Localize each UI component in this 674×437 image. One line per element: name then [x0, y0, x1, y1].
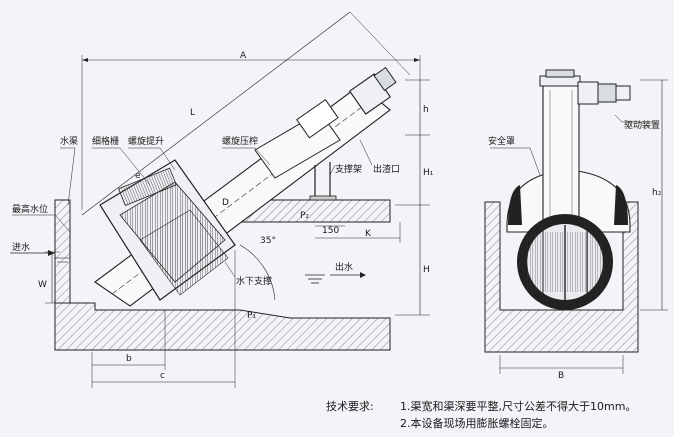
dimension-bottom: [91, 250, 236, 388]
fine-screen-grid: [118, 167, 177, 206]
dim-K: K: [365, 229, 372, 239]
dim-b: b: [126, 354, 132, 364]
dimension-A: [81, 55, 421, 210]
label-outlet-water: 出水: [335, 261, 353, 273]
leader-lines: [12, 139, 373, 278]
support-frame: [309, 162, 337, 201]
dim-W: W: [38, 280, 47, 290]
label-fine-screen: 细格栅: [92, 135, 119, 147]
label-safety-cover: 安全罩: [488, 135, 515, 147]
press-section: [254, 98, 341, 179]
cover-band-right: [614, 185, 628, 225]
label-underwater-support: 水下支撑: [236, 275, 272, 287]
dim-H1: H₁: [423, 168, 434, 178]
front-dimensions: [499, 79, 668, 374]
dim-e: e: [135, 171, 141, 181]
channel-floor: [54, 302, 391, 351]
dim-L: L: [190, 108, 195, 118]
label-spiral-lift: 螺旋提升: [128, 135, 164, 147]
dim-D: D: [222, 198, 229, 208]
dimension-L: [81, 11, 411, 216]
dim-A: A: [240, 51, 247, 61]
angle-arc: [239, 244, 276, 301]
dimension-K: [315, 222, 401, 243]
label-water-channel: 水渠: [60, 135, 78, 147]
inlet-arrow: [10, 250, 70, 263]
label-max-water-level: 最高水位: [12, 203, 48, 215]
dim-h: h: [423, 105, 429, 115]
dim-150: 150: [322, 226, 339, 236]
cover-band-left: [508, 185, 522, 225]
dim-P2: P₂: [300, 211, 309, 221]
notes-line-1: 1.渠宽和渠深要平整,尺寸公差不得大于10mm。: [400, 400, 637, 413]
dimension-W: [45, 251, 60, 304]
screen-drum: [517, 214, 613, 310]
label-inlet: 进水: [12, 241, 30, 253]
dim-c: c: [160, 371, 165, 381]
dim-angle: 35°: [260, 236, 276, 246]
notes-line-2: 2.本设备现场用膨胀螺栓固定。: [400, 417, 554, 430]
water-level-symbol: [305, 272, 366, 284]
dim-h2: h₂: [652, 188, 662, 198]
label-outlet-residue: 出渣口: [373, 163, 400, 175]
central-column: [542, 84, 580, 231]
label-drive-unit: 驱动装置: [624, 119, 660, 131]
dim-P1: P₁: [247, 311, 256, 321]
notes-heading: 技术要求:: [326, 400, 374, 413]
drive-head: [348, 66, 397, 115]
dim-B: B: [558, 371, 564, 381]
dimension-right: [395, 79, 430, 316]
front-leaders: [490, 114, 655, 176]
front-drive: [539, 69, 631, 105]
channel-wall: [54, 199, 71, 304]
label-support-frame: 支撑架: [335, 163, 362, 175]
dim-H: H: [423, 265, 430, 275]
label-spiral-press: 螺旋压榨: [222, 135, 258, 147]
